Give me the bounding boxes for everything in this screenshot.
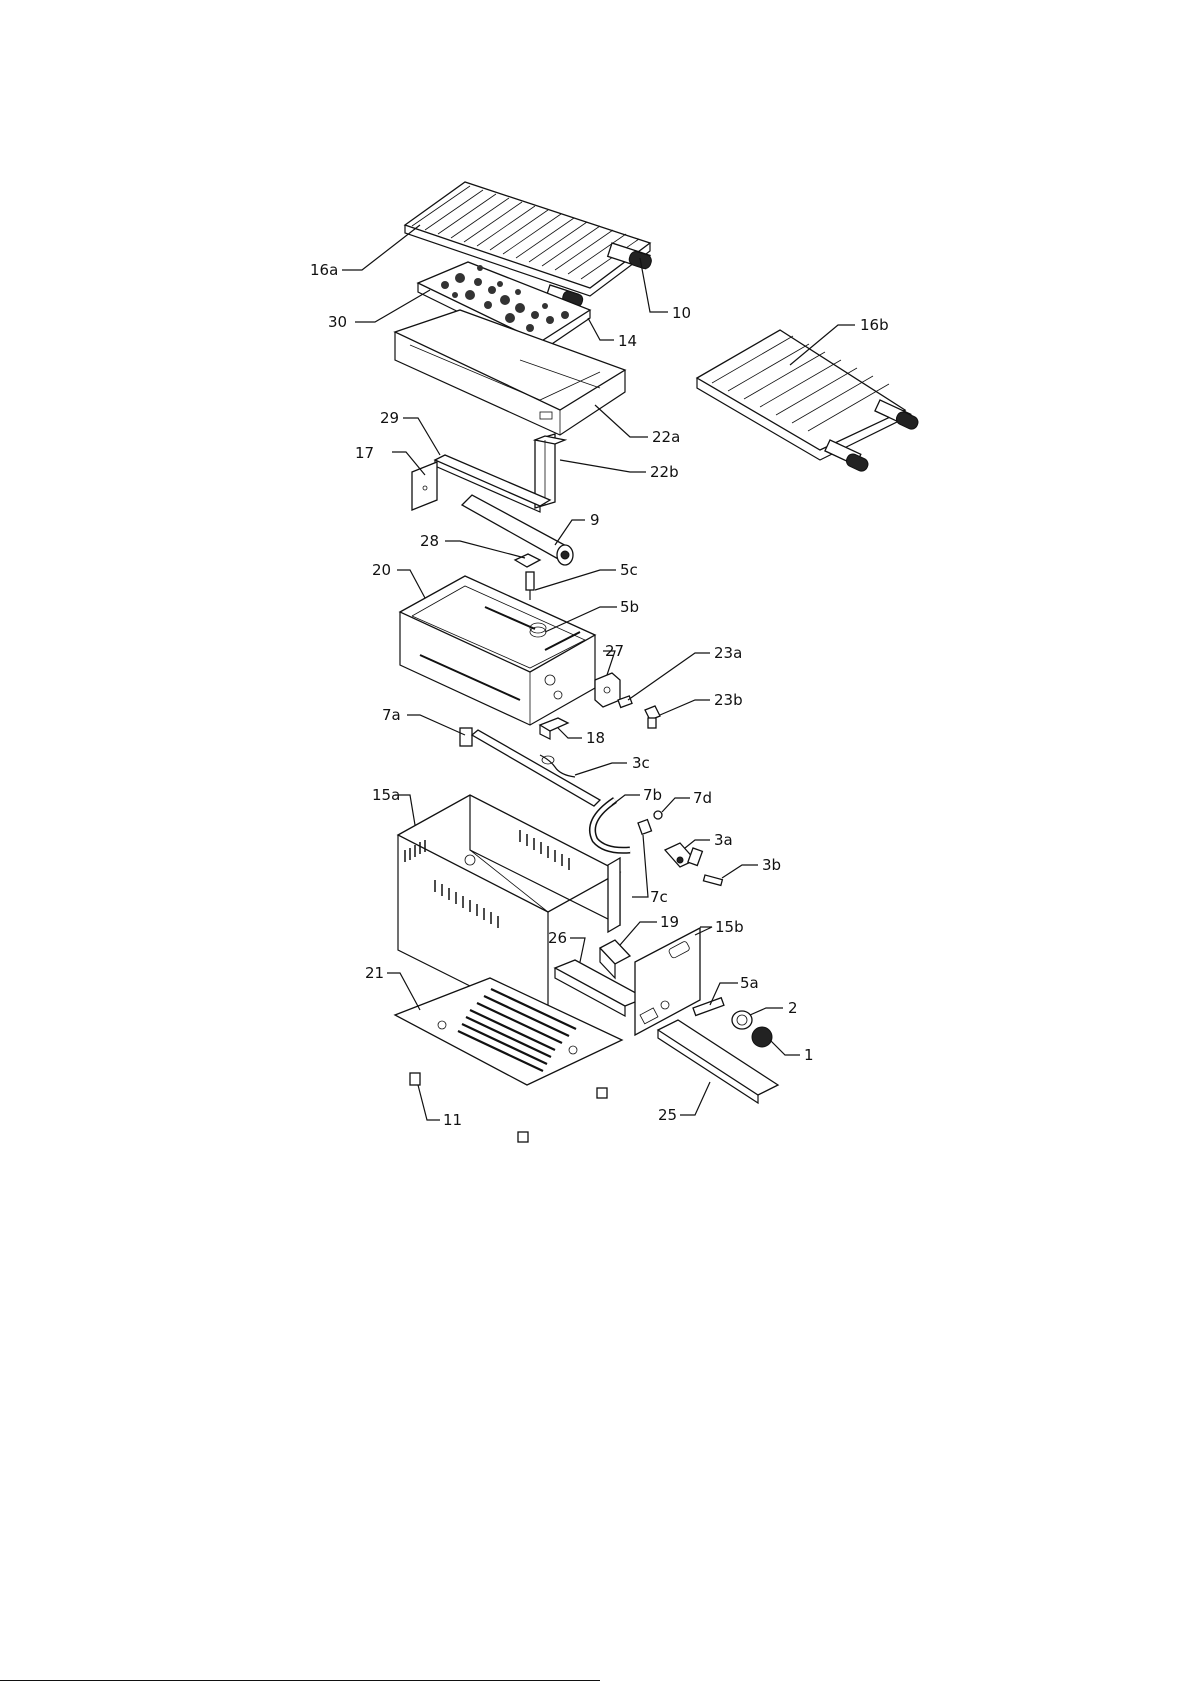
front-panel-15b bbox=[635, 928, 700, 1035]
label-7b: 7b bbox=[643, 786, 662, 804]
label-7c: 7c bbox=[650, 888, 668, 906]
rail-29 bbox=[435, 455, 550, 512]
label-1: 1 bbox=[804, 1046, 814, 1064]
label-9: 9 bbox=[590, 511, 600, 529]
block-19 bbox=[600, 940, 630, 978]
label-28: 28 bbox=[420, 532, 439, 550]
label-19: 19 bbox=[660, 913, 679, 931]
label-20: 20 bbox=[372, 561, 391, 579]
bottom-plate-21 bbox=[395, 978, 622, 1085]
gas-valve-3a bbox=[665, 843, 702, 867]
label-5b: 5b bbox=[620, 598, 639, 616]
label-22b: 22b bbox=[650, 463, 679, 481]
label-18: 18 bbox=[586, 729, 605, 747]
igniter-5c bbox=[526, 572, 534, 600]
drip-pan-22a bbox=[395, 310, 625, 435]
knob-1 bbox=[752, 1027, 772, 1047]
label-23b: 23b bbox=[714, 691, 743, 709]
label-5a: 5a bbox=[740, 974, 759, 992]
bezel-2 bbox=[732, 1011, 752, 1029]
burner-box-20 bbox=[400, 576, 595, 725]
label-10: 10 bbox=[672, 304, 691, 322]
label-16b: 16b bbox=[860, 316, 889, 334]
label-14: 14 bbox=[618, 332, 637, 350]
flex-hose-7b bbox=[593, 800, 631, 850]
label-27: 27 bbox=[605, 642, 624, 660]
plate-17 bbox=[412, 462, 437, 510]
bracket-18 bbox=[540, 718, 568, 739]
label-26: 26 bbox=[548, 929, 567, 947]
label-30: 30 bbox=[328, 313, 347, 331]
label-29: 29 bbox=[380, 409, 399, 427]
label-11: 11 bbox=[443, 1111, 462, 1129]
connector-7c bbox=[638, 820, 652, 835]
label-23a: 23a bbox=[714, 644, 742, 662]
label-7a: 7a bbox=[382, 706, 401, 724]
feet-11 bbox=[410, 1073, 607, 1142]
elbow-23b bbox=[645, 706, 660, 728]
label-2: 2 bbox=[788, 999, 798, 1017]
label-15b: 15b bbox=[715, 918, 744, 936]
label-21: 21 bbox=[365, 964, 384, 982]
footer-rule bbox=[0, 1680, 600, 1681]
label-7d: 7d bbox=[693, 789, 712, 807]
valve-block-27 bbox=[595, 673, 620, 707]
label-3b: 3b bbox=[762, 856, 781, 874]
gas-pipe-7a bbox=[460, 728, 600, 806]
label-17: 17 bbox=[355, 444, 374, 462]
label-22a: 22a bbox=[652, 428, 680, 446]
label-3c: 3c bbox=[632, 754, 650, 772]
burner-tube-9 bbox=[462, 495, 573, 565]
label-25: 25 bbox=[658, 1106, 677, 1124]
label-5c: 5c bbox=[620, 561, 638, 579]
nut-7d bbox=[654, 811, 662, 819]
label-16a: 16a bbox=[310, 261, 338, 279]
label-15a: 15a bbox=[372, 786, 400, 804]
grill-grid-16b bbox=[697, 330, 920, 473]
valve-stem-3b bbox=[703, 875, 722, 885]
channel-26 bbox=[555, 960, 645, 1016]
label-3a: 3a bbox=[714, 831, 733, 849]
